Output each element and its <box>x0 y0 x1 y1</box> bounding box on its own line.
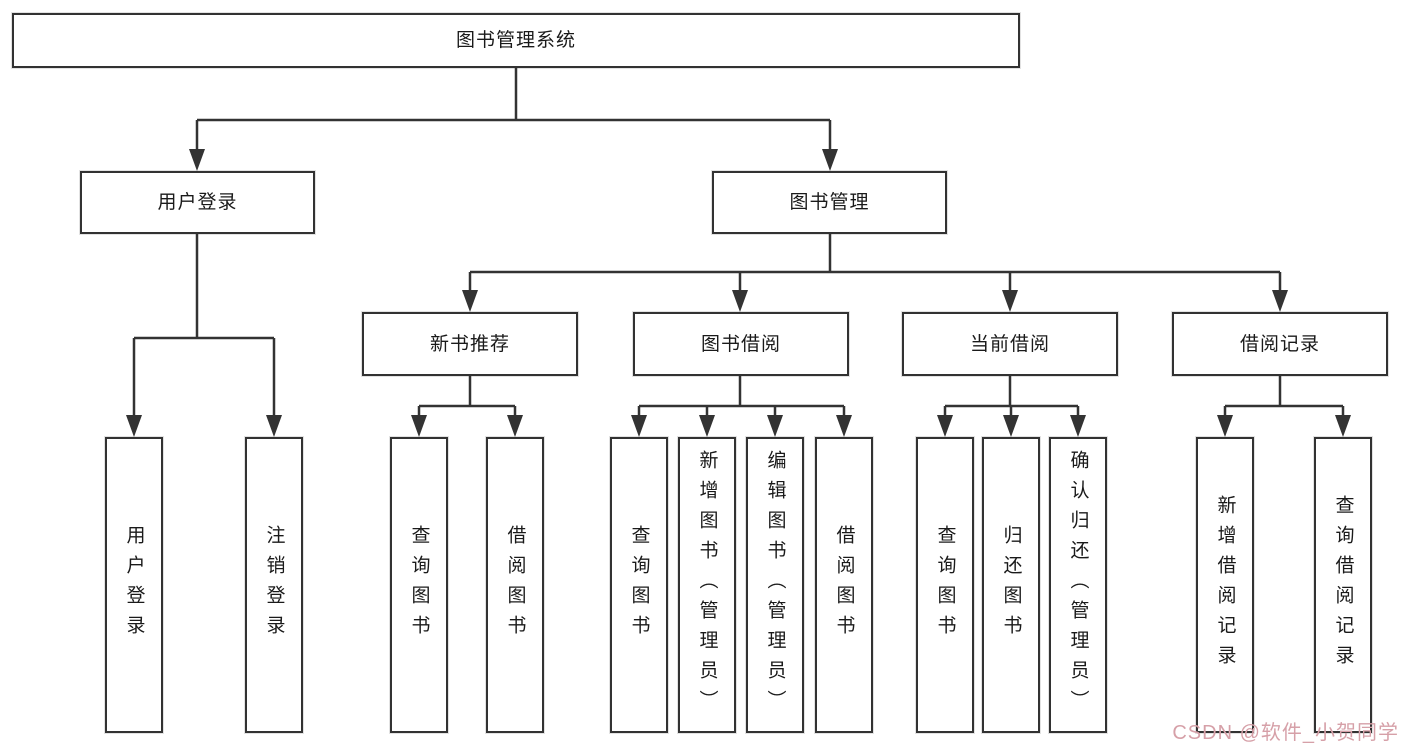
leaf-confirm-return-admin-label: 确认归还（管理员） <box>1067 450 1089 720</box>
leaf-borrow-book-recommend: 借阅图书 <box>486 437 544 733</box>
leaf-user-login-label: 用户登录 <box>123 525 145 645</box>
leaf-edit-book-admin-label: 编辑图书（管理员） <box>764 450 786 720</box>
leaf-query-book-recommend-label: 查询图书 <box>408 525 430 645</box>
leaf-borrow-book-label: 借阅图书 <box>833 525 855 645</box>
leaf-query-book-recommend: 查询图书 <box>390 437 448 733</box>
leaf-user-login: 用户登录 <box>105 437 163 733</box>
node-book-borrow: 图书借阅 <box>633 312 849 376</box>
node-user-login: 用户登录 <box>80 171 315 234</box>
leaf-return-book-label: 归还图书 <box>1000 525 1022 645</box>
leaf-add-book-admin-label: 新增图书（管理员） <box>696 450 718 720</box>
csdn-watermark: CSDN @软件_小贺同学 <box>1172 722 1399 744</box>
node-book-management: 图书管理 <box>712 171 947 234</box>
leaf-logout-login: 注销登录 <box>245 437 303 733</box>
leaf-query-book-borrow-label: 查询图书 <box>628 525 650 645</box>
leaf-query-borrow-record-label: 查询借阅记录 <box>1332 495 1354 675</box>
node-current-borrow-label: 当前借阅 <box>969 333 1050 355</box>
node-new-book-recommend-label: 新书推荐 <box>429 333 510 355</box>
leaf-borrow-book-recommend-label: 借阅图书 <box>504 525 526 645</box>
leaf-edit-book-admin: 编辑图书（管理员） <box>746 437 804 733</box>
leaf-add-borrow-record: 新增借阅记录 <box>1196 437 1254 733</box>
arrowheads <box>126 149 1351 437</box>
leaf-add-book-admin: 新增图书（管理员） <box>678 437 736 733</box>
node-root: 图书管理系统 <box>12 13 1020 68</box>
leaf-confirm-return-admin: 确认归还（管理员） <box>1049 437 1107 733</box>
leaf-query-book-current: 查询图书 <box>916 437 974 733</box>
node-new-book-recommend: 新书推荐 <box>362 312 578 376</box>
leaf-query-borrow-record: 查询借阅记录 <box>1314 437 1372 733</box>
leaf-logout-login-label: 注销登录 <box>263 525 285 645</box>
node-current-borrow: 当前借阅 <box>902 312 1118 376</box>
leaf-return-book: 归还图书 <box>982 437 1040 733</box>
node-borrow-records: 借阅记录 <box>1172 312 1388 376</box>
leaf-add-borrow-record-label: 新增借阅记录 <box>1214 495 1236 675</box>
node-root-label: 图书管理系统 <box>455 30 576 51</box>
leaf-borrow-book: 借阅图书 <box>815 437 873 733</box>
leaf-query-book-borrow: 查询图书 <box>610 437 668 733</box>
node-book-management-label: 图书管理 <box>789 192 870 213</box>
node-book-borrow-label: 图书借阅 <box>700 333 781 355</box>
node-borrow-records-label: 借阅记录 <box>1239 333 1320 355</box>
leaf-query-book-current-label: 查询图书 <box>934 525 956 645</box>
node-user-login-label: 用户登录 <box>157 192 238 213</box>
